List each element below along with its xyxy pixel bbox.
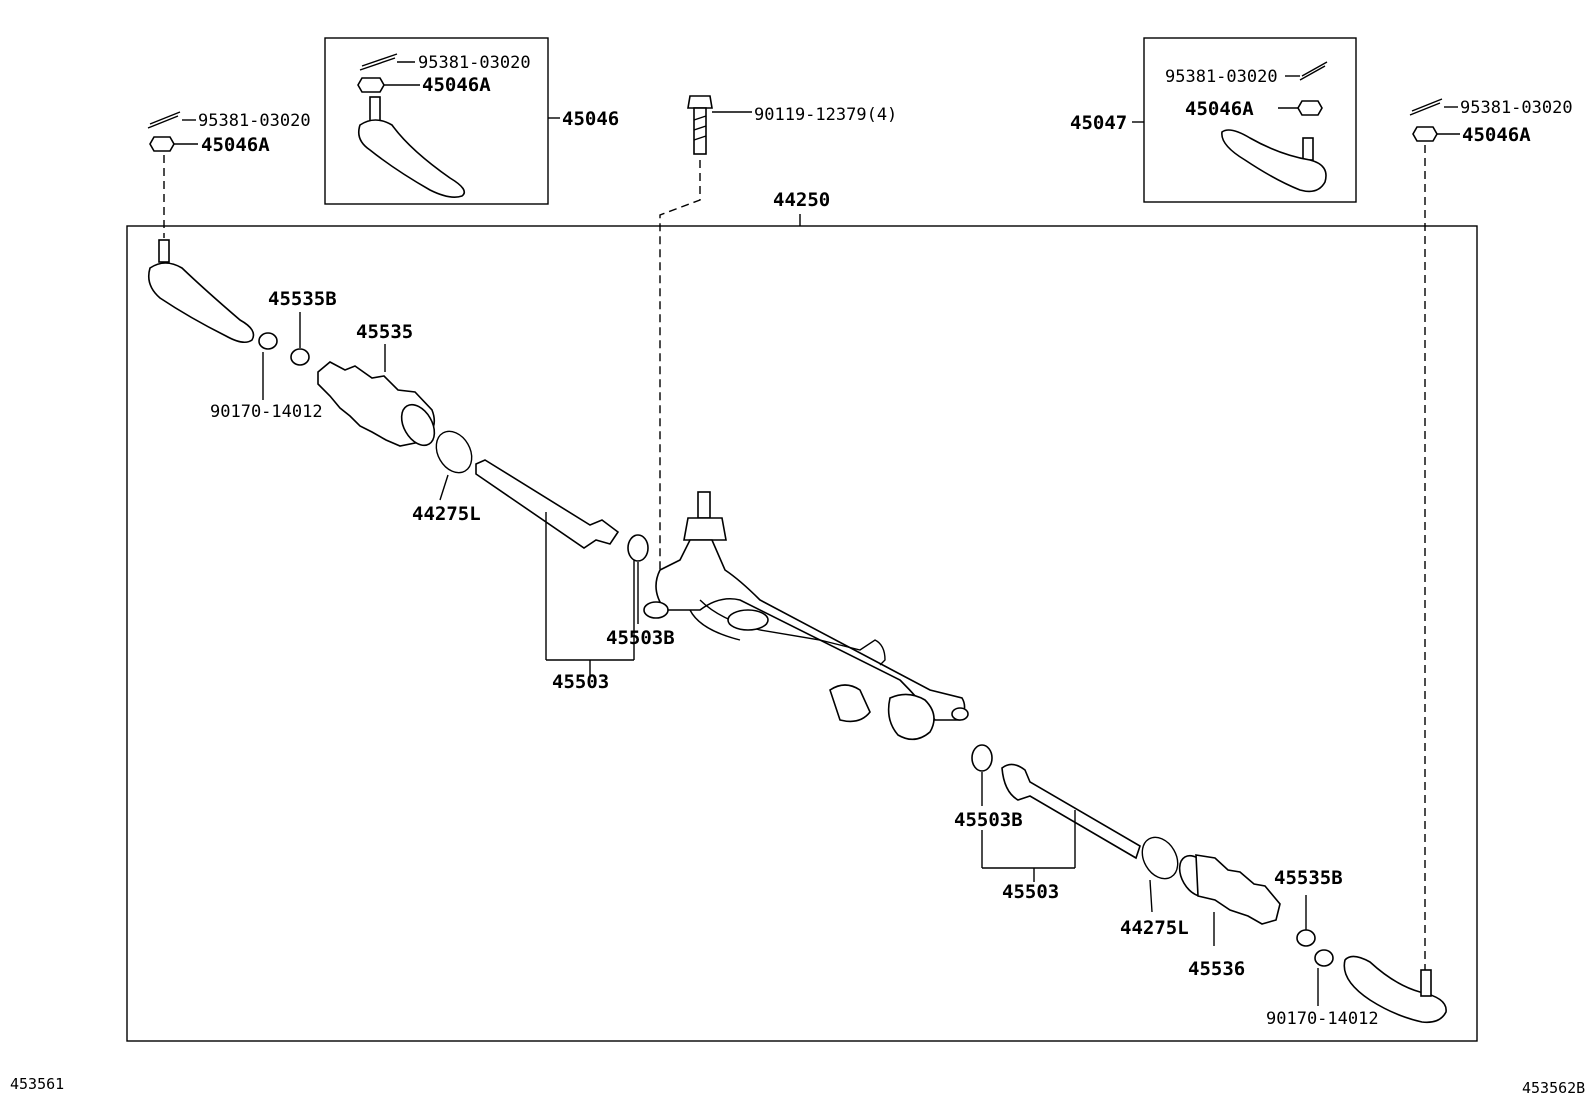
label-45536[interactable]: 45536 [1188, 958, 1245, 980]
boot-icon [317, 344, 436, 447]
footer-code-left: 453561 [10, 1075, 64, 1093]
footer-code-right: 453562B [1522, 1079, 1585, 1097]
label-45535B-right[interactable]: 45535B [1274, 867, 1343, 889]
label-44250[interactable]: 44250 [773, 189, 830, 211]
boot-clip-icon [435, 430, 473, 501]
steering-gear-housing-icon [643, 491, 969, 741]
bolt-icon [687, 95, 752, 155]
label-95381-outer-right[interactable]: 95381-03020 [1460, 98, 1573, 118]
boot-clamp-icon [1296, 895, 1316, 947]
cotter-pin-icon [1285, 61, 1328, 81]
rack-end-icon [981, 763, 1141, 882]
tie-rod-end-icon [1343, 955, 1447, 1024]
label-45535[interactable]: 45535 [356, 321, 413, 343]
lock-nut-icon [1314, 949, 1334, 1006]
boot-icon [1178, 854, 1281, 946]
label-44275L-left[interactable]: 44275L [412, 503, 481, 525]
rack-end-icon [475, 459, 635, 675]
boot-clip-icon [1141, 836, 1179, 913]
label-95381-box-left[interactable]: 95381-03020 [418, 53, 531, 73]
label-95381-box-right[interactable]: 95381-03020 [1165, 67, 1278, 87]
lock-nut-icon [258, 332, 278, 400]
tie-rod-end-icon [1221, 129, 1327, 193]
label-90170-left[interactable]: 90170-14012 [210, 402, 323, 422]
label-45046A-box-left[interactable]: 45046A [422, 74, 491, 96]
label-45046A-outer-left[interactable]: 45046A [201, 134, 270, 156]
label-45535B-left[interactable]: 45535B [268, 288, 337, 310]
nut-icon [149, 136, 198, 152]
tie-rod-end-icon [357, 96, 466, 198]
nut-icon [1278, 100, 1323, 116]
label-44275L-right[interactable]: 44275L [1120, 917, 1189, 939]
kit-box-right [1143, 37, 1357, 203]
label-45503-left[interactable]: 45503 [552, 671, 609, 693]
label-45503-right[interactable]: 45503 [1002, 881, 1059, 903]
tie-rod-end-icon [147, 239, 255, 344]
label-45503B-left[interactable]: 45503B [606, 627, 675, 649]
label-95381-outer-left[interactable]: 95381-03020 [198, 111, 311, 131]
washer-icon [971, 744, 993, 806]
cotter-pin-icon [1409, 98, 1458, 116]
label-45503B-right[interactable]: 45503B [954, 809, 1023, 831]
label-45046-kit[interactable]: 45046 [562, 108, 619, 130]
label-90170-right[interactable]: 90170-14012 [1266, 1009, 1379, 1029]
cotter-pin-icon [359, 53, 415, 71]
label-45046A-outer-right[interactable]: 45046A [1462, 124, 1531, 146]
cotter-pin-icon [147, 111, 196, 129]
washer-icon [627, 534, 649, 624]
kit-box-left [324, 37, 549, 205]
boot-clamp-icon [290, 312, 310, 366]
label-45047-kit[interactable]: 45047 [1070, 112, 1127, 134]
label-45046A-box-right[interactable]: 45046A [1185, 98, 1254, 120]
nut-icon [1412, 126, 1460, 142]
assembly-frame [126, 225, 1478, 1042]
label-90119[interactable]: 90119-12379(4) [754, 105, 897, 125]
nut-icon [357, 77, 420, 93]
